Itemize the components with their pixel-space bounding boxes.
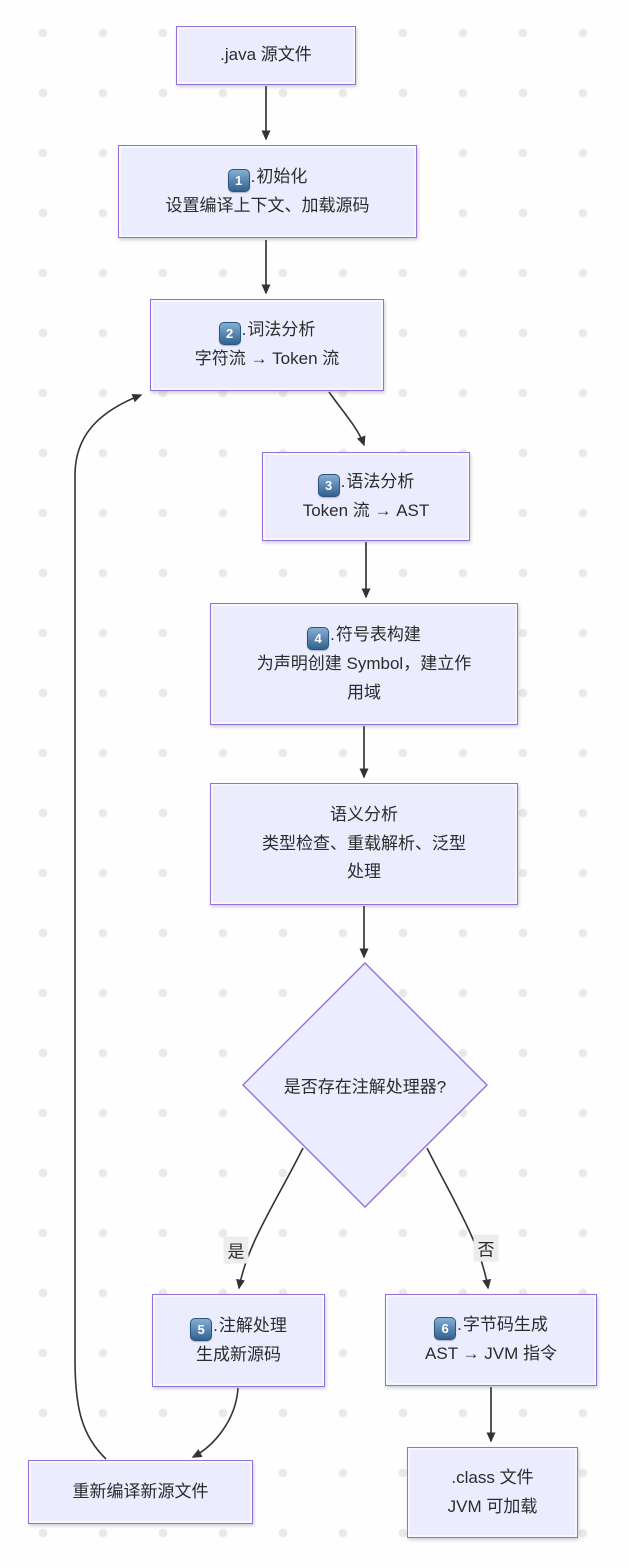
node-subtitle: Token 流 → AST (302, 500, 430, 520)
node-subtitle: 字符流 → Token 流 (194, 349, 340, 369)
node-subtitle: 设置编译上下文、加载源码 (165, 195, 370, 215)
node-title-text: 字节码生成 (462, 1315, 548, 1335)
edge-decision-no (426, 1147, 492, 1290)
keycap-5-icon: 5 (190, 1317, 213, 1341)
node-title: 3.语法分析 (317, 468, 415, 497)
node-title: 6.字节码生成 (434, 1311, 548, 1341)
edge-recompile-to-lexical-loop (74, 393, 143, 1460)
node-label: 重新编译新源文件 (72, 1481, 209, 1501)
node-annotation-processing: 5.注解处理 生成新源码 (152, 1294, 325, 1387)
node-init: 1.初始化 设置编译上下文、加载源码 (118, 145, 417, 238)
dot-separator: . (241, 320, 247, 340)
node-subtitle: JVM 可加载 (447, 1496, 538, 1516)
edge-label-yes: 是 (223, 1236, 249, 1264)
node-lexical-analysis: 2.词法分析 字符流 → Token 流 (150, 299, 384, 391)
keycap-1-icon: 1 (227, 168, 250, 192)
dot-separator: . (330, 624, 335, 644)
node-symbol-table: 4.符号表构建 为声明创建 Symbol，建立作用域 (210, 603, 518, 725)
node-class-file: .class 文件 JVM 可加载 (407, 1447, 578, 1538)
dot-separator: . (213, 1315, 218, 1335)
node-subtitle: 生成新源码 (196, 1344, 281, 1364)
node-title-text: 初始化 (256, 166, 308, 186)
node-semantic-analysis: 语义分析 类型检查、重载解析、泛型处理 (210, 783, 518, 905)
node-title: .class 文件 (451, 1467, 534, 1487)
node-syntax-analysis: 3.语法分析 Token 流 → AST (262, 452, 470, 541)
decision-diamond (242, 962, 488, 1208)
edge-decision-yes (236, 1147, 304, 1290)
edge-annotation-to-recompile (191, 1387, 239, 1458)
node-title-text: 注解处理 (218, 1315, 287, 1335)
node-bytecode-generation: 6.字节码生成 AST → JVM 指令 (385, 1294, 597, 1386)
node-title: 1.初始化 (227, 163, 308, 192)
node-subtitle: 为声明创建 Symbol，建立作用域 (256, 653, 472, 702)
dot-separator: . (340, 471, 346, 491)
node-recompile-new-source: 重新编译新源文件 (28, 1460, 253, 1524)
edge-lexical-to-syntax (328, 391, 366, 447)
decision-label: 是否存在注解处理器? (283, 1077, 447, 1097)
node-java-source-file: .java 源文件 (176, 26, 356, 85)
keycap-6-icon: 6 (434, 1317, 457, 1341)
edge-label-no: 否 (473, 1234, 499, 1262)
node-title: 语义分析 (330, 804, 398, 824)
node-subtitle: AST → JVM 指令 (425, 1344, 557, 1364)
node-title: 2.词法分析 (218, 316, 316, 346)
keycap-3-icon: 3 (317, 473, 340, 497)
keycap-4-icon: 4 (307, 626, 330, 650)
node-title: 4.符号表构建 (307, 621, 421, 650)
node-subtitle: 类型检查、重载解析、泛型处理 (262, 833, 466, 882)
node-title: 5.注解处理 (190, 1312, 287, 1341)
node-title-text: 语法分析 (346, 471, 415, 491)
node-title-text: 符号表构建 (335, 624, 421, 644)
node-title-text: 词法分析 (247, 320, 316, 340)
dot-separator: . (457, 1315, 462, 1335)
keycap-2-icon: 2 (218, 322, 241, 346)
dot-separator: . (250, 166, 256, 186)
node-label: .java 源文件 (220, 45, 312, 65)
